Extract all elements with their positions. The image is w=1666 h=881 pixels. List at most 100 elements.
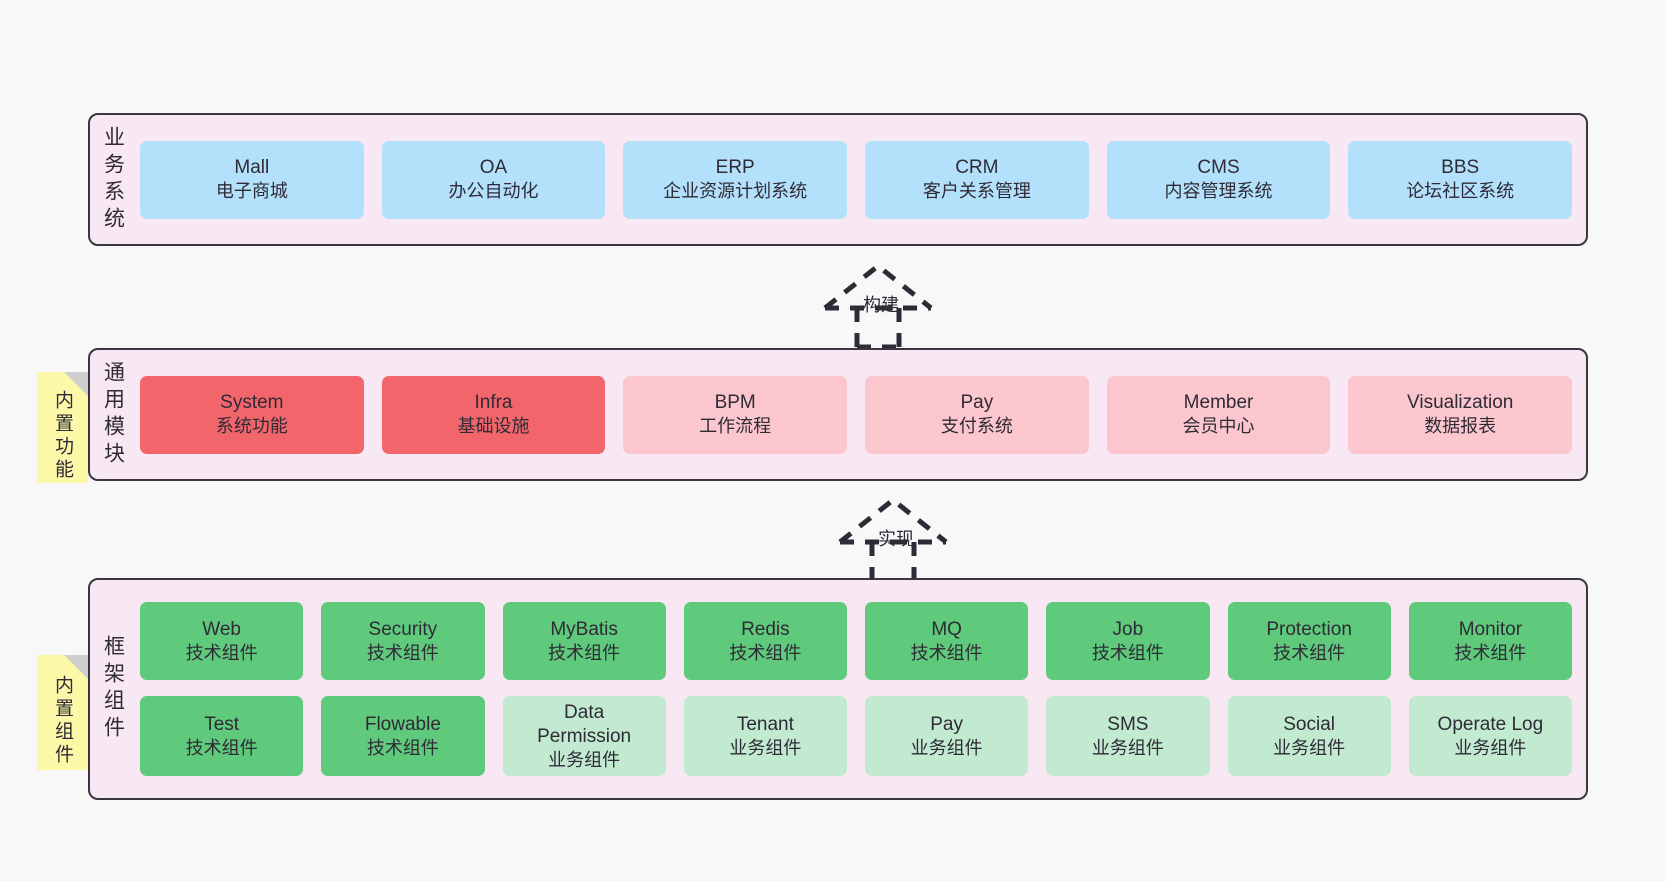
card-subtitle: 工作流程 [699, 416, 772, 437]
card-cms[interactable]: CMS 内容管理系统 [1106, 140, 1331, 219]
card-subtitle: 企业资源计划系统 [663, 181, 808, 202]
card-title: Pay [930, 713, 963, 735]
card-subtitle: 技术组件 [910, 642, 983, 663]
sticky-note-text: 内置功能 [52, 389, 73, 482]
card-title: Pay [960, 392, 994, 414]
card-title: CMS [1197, 157, 1240, 179]
card-row: Mall 电子商城 OA 办公自动化 ERP 企业资源计划系统 CRM 客户关系… [140, 140, 1573, 219]
card-system[interactable]: System 系统功能 [140, 375, 364, 454]
sticky-note-builtin-features: 内置功能 [37, 372, 88, 483]
layer-title-framework-component: 框架组件 [101, 635, 125, 743]
card-subtitle: 技术组件 [1454, 642, 1527, 663]
card-subtitle: 业务组件 [1454, 737, 1527, 758]
card-subtitle: 技术组件 [366, 737, 439, 758]
card-bbs[interactable]: BBS 论坛社区系统 [1348, 140, 1573, 219]
card-subtitle: 办公自动化 [448, 181, 539, 202]
card-subtitle: 支付系统 [940, 416, 1013, 437]
layer-body-framework-component: Web 技术组件 Security 技术组件 MyBatis 技术组件 Redi… [136, 580, 1586, 798]
card-flowable[interactable]: Flowable 技术组件 [321, 696, 485, 776]
card-title: Job [1112, 618, 1144, 640]
card-title: Social [1283, 713, 1335, 735]
card-tenant[interactable]: Tenant 业务组件 [683, 696, 847, 776]
card-mq[interactable]: MQ 技术组件 [865, 602, 1029, 680]
card-row: Web 技术组件 Security 技术组件 MyBatis 技术组件 Redi… [140, 602, 1572, 680]
card-social[interactable]: Social 业务组件 [1227, 696, 1391, 776]
card-mall[interactable]: Mall 电子商城 [140, 140, 364, 219]
card-row: System 系统功能 Infra 基础设施 BPM 工作流程 Pay 支付系统… [140, 375, 1573, 454]
card-title: System [220, 392, 284, 414]
card-sms[interactable]: SMS 业务组件 [1046, 696, 1210, 776]
card-title: OA [479, 157, 508, 179]
card-subtitle: 技术组件 [1273, 642, 1346, 663]
card-pay-component[interactable]: Pay 业务组件 [865, 696, 1029, 776]
connector-implement: 实现 [818, 495, 968, 584]
layer-title-common-module: 通用模块 [101, 360, 125, 469]
card-subtitle: 技术组件 [1091, 642, 1164, 663]
card-oa[interactable]: OA 办公自动化 [381, 140, 606, 219]
card-title: Mall [234, 157, 270, 179]
card-title: CRM [955, 157, 999, 179]
card-subtitle: 基础设施 [457, 416, 530, 437]
card-subtitle: 技术组件 [366, 642, 439, 663]
card-subtitle: 内容管理系统 [1164, 181, 1273, 202]
card-member[interactable]: Member 会员中心 [1106, 375, 1331, 454]
card-title: Web [202, 618, 241, 640]
card-security[interactable]: Security 技术组件 [321, 602, 485, 680]
card-mybatis[interactable]: MyBatis 技术组件 [502, 602, 666, 680]
card-subtitle: 技术组件 [185, 642, 258, 663]
card-title: Data Permission [537, 702, 632, 747]
card-subtitle: 会员中心 [1182, 416, 1255, 437]
layer-body-business-system: Mall 电子商城 OA 办公自动化 ERP 企业资源计划系统 CRM 客户关系… [136, 115, 1586, 244]
card-title: Member [1183, 392, 1254, 414]
card-title: Protection [1266, 618, 1352, 640]
sticky-note-builtin-components: 内置组件 [37, 655, 88, 770]
card-bpm[interactable]: BPM 工作流程 [623, 375, 848, 454]
card-subtitle: 技术组件 [548, 642, 621, 663]
card-title: MyBatis [550, 618, 618, 640]
card-subtitle: 业务组件 [729, 737, 802, 758]
layer-business-system: 业务系统 Mall 电子商城 OA 办公自动化 ERP 企业资源计划系统 CRM… [88, 113, 1588, 246]
card-crm[interactable]: CRM 客户关系管理 [865, 140, 1089, 219]
card-title: Monitor [1458, 618, 1523, 640]
card-title: Security [368, 618, 438, 640]
card-web[interactable]: Web 技术组件 [140, 602, 304, 680]
card-protection[interactable]: Protection 技术组件 [1227, 602, 1391, 680]
card-title: Infra [474, 392, 513, 414]
card-title: MQ [931, 618, 962, 640]
card-subtitle: 业务组件 [1273, 737, 1346, 758]
layer-common-module: 通用模块 System 系统功能 Infra 基础设施 BPM 工作流程 Pay… [88, 348, 1588, 481]
card-title: Tenant [736, 713, 794, 735]
layer-body-common-module: System 系统功能 Infra 基础设施 BPM 工作流程 Pay 支付系统… [136, 350, 1586, 479]
card-test[interactable]: Test 技术组件 [140, 696, 304, 776]
card-monitor[interactable]: Monitor 技术组件 [1408, 602, 1572, 680]
card-subtitle: 技术组件 [185, 737, 258, 758]
card-erp[interactable]: ERP 企业资源计划系统 [623, 140, 848, 219]
layer-framework-component: 框架组件 Web 技术组件 Security 技术组件 MyBatis 技术组件… [88, 578, 1588, 800]
card-title: Visualization [1407, 392, 1514, 414]
card-title: Redis [741, 618, 790, 640]
card-operate-log[interactable]: Operate Log 业务组件 [1408, 696, 1572, 776]
card-infra[interactable]: Infra 基础设施 [381, 375, 606, 454]
card-title: BBS [1441, 157, 1480, 179]
card-subtitle: 客户关系管理 [922, 181, 1031, 202]
connector-build: 构建 [803, 261, 953, 350]
card-title: Flowable [364, 713, 441, 735]
card-pay-module[interactable]: Pay 支付系统 [865, 375, 1089, 454]
card-data-permission[interactable]: Data Permission 业务组件 [502, 696, 666, 776]
card-subtitle: 电子商城 [215, 181, 288, 202]
card-subtitle: 业务组件 [548, 749, 621, 770]
card-title: Operate Log [1437, 713, 1544, 735]
card-visualization[interactable]: Visualization 数据报表 [1348, 375, 1573, 454]
card-row: Test 技术组件 Flowable 技术组件 Data Permission … [140, 696, 1572, 776]
sticky-note-text: 内置组件 [52, 674, 73, 767]
card-redis[interactable]: Redis 技术组件 [683, 602, 847, 680]
card-title: SMS [1107, 713, 1149, 735]
connector-implement-label: 实现 [878, 529, 914, 549]
card-title: BPM [714, 392, 756, 414]
card-subtitle: 系统功能 [215, 416, 288, 437]
card-subtitle: 业务组件 [910, 737, 983, 758]
card-subtitle: 业务组件 [1091, 737, 1164, 758]
card-subtitle: 技术组件 [729, 642, 802, 663]
card-job[interactable]: Job 技术组件 [1046, 602, 1210, 680]
